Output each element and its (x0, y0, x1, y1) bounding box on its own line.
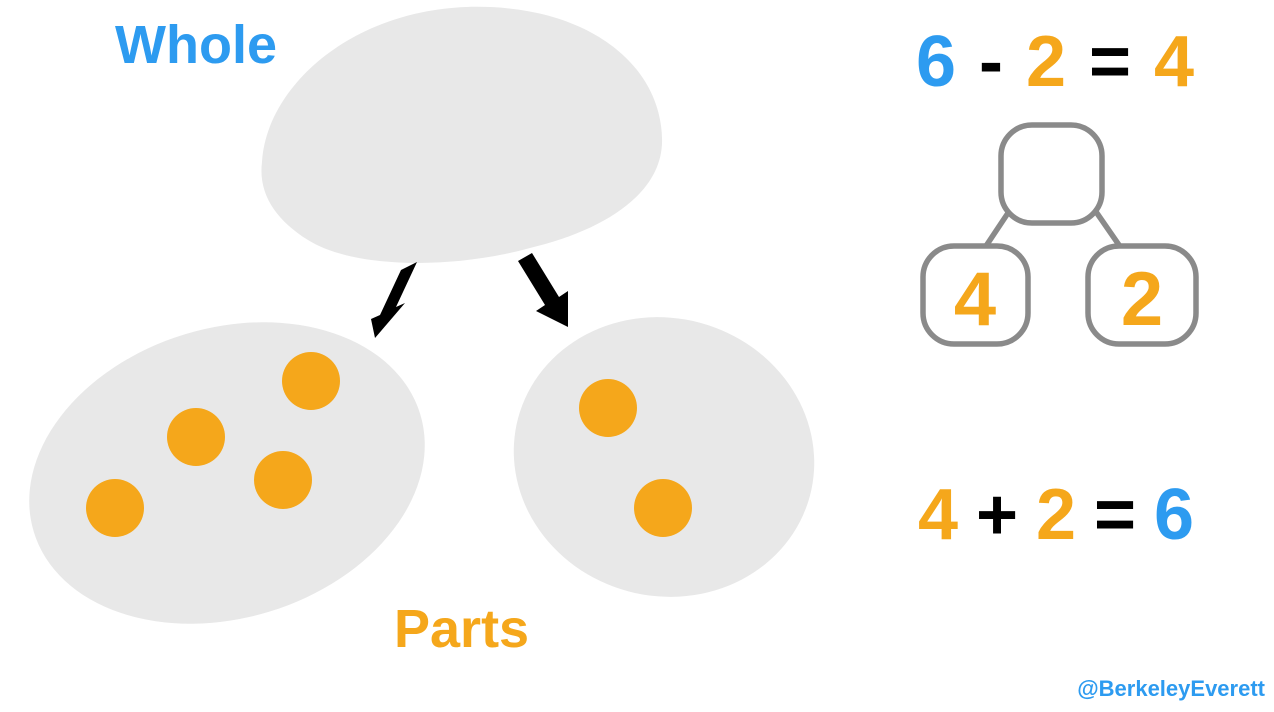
bond-left-part-box (920, 243, 1031, 347)
counter-dot (282, 352, 340, 410)
difference: 4 (1153, 22, 1194, 102)
equals-sign: = (1093, 475, 1136, 555)
bond-left-part-value: 4 (954, 257, 996, 342)
counter-dot (254, 451, 312, 509)
bond-right-part-box (1085, 243, 1199, 347)
right-part-blob (513, 317, 815, 597)
right-part-dots (579, 379, 692, 537)
whole-label: Whole (115, 15, 277, 75)
counter-dot (579, 379, 637, 437)
addition-equation: 4 + 2 = 6 (918, 479, 1194, 551)
bond-right-part-value: 2 (1121, 257, 1163, 342)
counter-dot (86, 479, 144, 537)
plus-sign: + (975, 475, 1019, 555)
minus-sign: - (979, 22, 1003, 102)
subtraction-equation: 6 - 2 = 4 (916, 26, 1194, 98)
equals-sign: = (1088, 22, 1131, 102)
counter-dot (167, 408, 225, 466)
left-part-dots (86, 352, 340, 537)
arrow-to-left-part (371, 262, 417, 338)
watermark: @BerkeleyEverett (1077, 676, 1265, 701)
subtrahend: 2 (1025, 22, 1066, 102)
counter-dot (634, 479, 692, 537)
bond-whole-box (998, 122, 1105, 226)
arrow-to-right-part (518, 253, 568, 327)
minuend: 6 (916, 22, 957, 102)
addend-1: 4 (918, 475, 959, 555)
parts-label: Parts (394, 599, 530, 659)
sum: 6 (1153, 475, 1194, 555)
addend-2: 2 (1035, 475, 1077, 555)
part-whole-diagram (29, 6, 815, 624)
number-bond: 4 2 (920, 122, 1199, 347)
whole-blob (261, 6, 663, 263)
